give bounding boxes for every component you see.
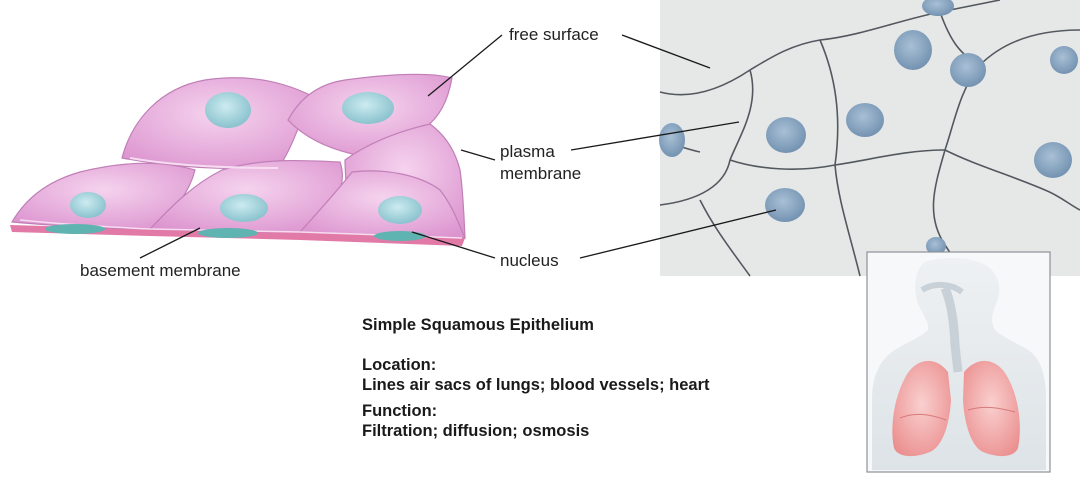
label-membrane: membrane <box>500 164 581 183</box>
function-text: Filtration; diffusion; osmosis <box>362 421 822 441</box>
caption-block: Simple Squamous Epithelium Location: Lin… <box>362 316 822 447</box>
function-heading: Function: <box>362 401 822 421</box>
label-free-surface: free surface <box>509 25 599 44</box>
cell-illustration <box>10 74 465 246</box>
nucleus-shape <box>70 192 106 218</box>
leader-plasma-left <box>461 150 495 160</box>
nucleus-edge <box>45 224 105 234</box>
micrograph-nucleus <box>766 117 806 153</box>
caption-title: Simple Squamous Epithelium <box>362 316 822 335</box>
nucleus-shape <box>378 196 422 224</box>
leader-free-surface-left <box>428 35 502 96</box>
micrograph <box>659 0 1080 276</box>
label-basement-membrane: basement membrane <box>80 261 241 280</box>
micrograph-nucleus <box>1050 46 1078 74</box>
nucleus-shape <box>220 194 268 222</box>
label-nucleus: nucleus <box>500 251 559 270</box>
nucleus-edge <box>374 231 426 241</box>
lung-inset <box>867 252 1050 472</box>
label-plasma: plasma <box>500 142 555 161</box>
micrograph-nucleus <box>894 30 932 70</box>
nucleus-edge <box>198 228 258 238</box>
nucleus-shape <box>342 92 394 124</box>
location-heading: Location: <box>362 355 822 375</box>
location-text: Lines air sacs of lungs; blood vessels; … <box>362 375 822 395</box>
micrograph-nucleus <box>1034 142 1072 178</box>
micrograph-nucleus <box>846 103 884 137</box>
micrograph-nucleus <box>765 188 805 222</box>
micrograph-nucleus <box>659 123 685 157</box>
micrograph-nucleus <box>950 53 986 87</box>
nucleus-shape <box>205 92 251 128</box>
